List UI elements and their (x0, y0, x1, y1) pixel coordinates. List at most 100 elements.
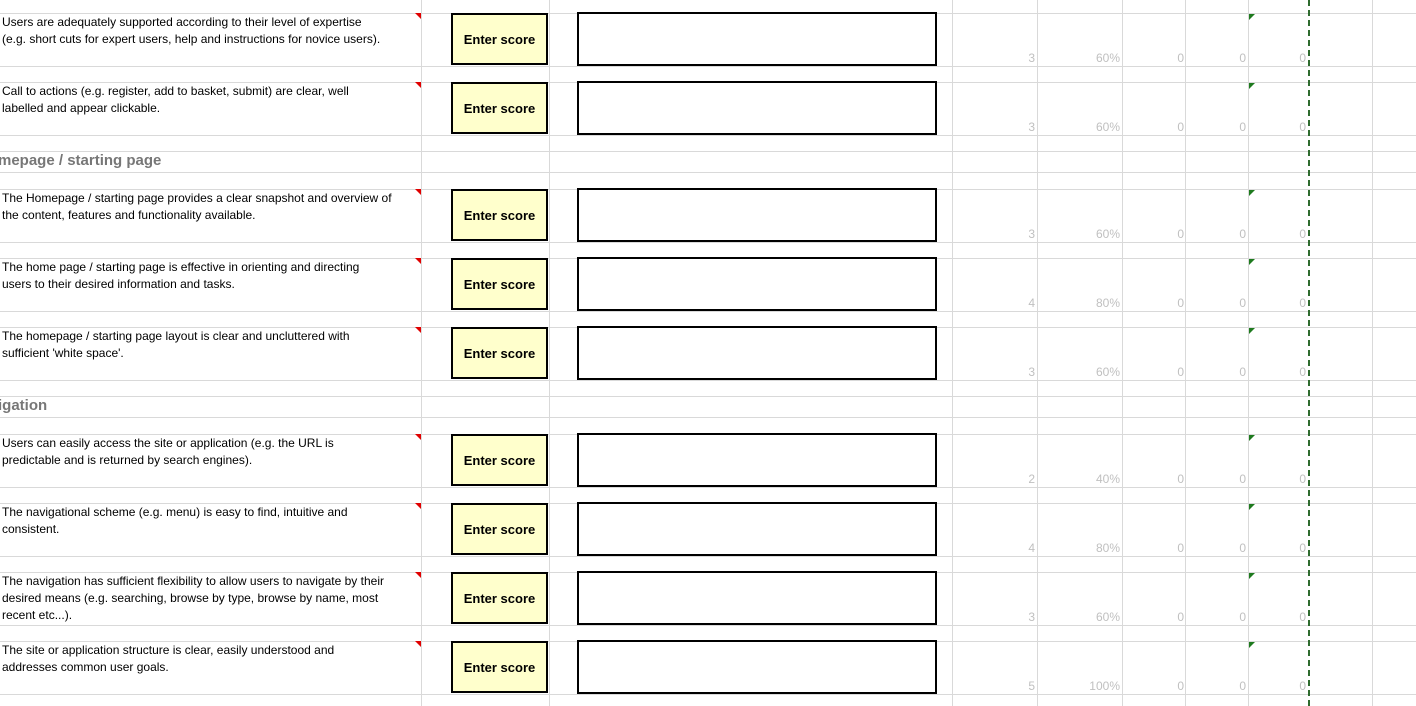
score-value: 2 (1028, 472, 1035, 486)
score-percent: 60% (1095, 227, 1120, 241)
column-divider (421, 0, 422, 706)
count-value: 0 (1299, 472, 1306, 486)
count-value: 0 (1177, 365, 1184, 379)
comment-box[interactable] (577, 188, 937, 242)
score-percent: 80% (1095, 541, 1120, 555)
row-divider (0, 311, 1416, 312)
column-divider (549, 0, 550, 706)
score-percent: 80% (1095, 296, 1120, 310)
score-value: 3 (1028, 227, 1035, 241)
enter-score-button[interactable]: Enter score (451, 82, 548, 134)
score-percent: 60% (1095, 365, 1120, 379)
count-value: 0 (1239, 472, 1246, 486)
row-divider (0, 151, 1416, 152)
score-value: 3 (1028, 120, 1035, 134)
column-divider (1185, 0, 1186, 706)
count-value: 0 (1299, 541, 1306, 555)
comment-indicator-icon (415, 327, 421, 333)
question-text: Users are adequately supported according… (2, 15, 381, 46)
count-value: 0 (1239, 610, 1246, 624)
enter-score-button[interactable]: Enter score (451, 434, 548, 486)
enter-score-button[interactable]: Enter score (451, 13, 548, 65)
score-value: 3 (1028, 365, 1035, 379)
column-divider (1248, 0, 1249, 706)
comment-box[interactable] (577, 326, 937, 380)
row-divider (0, 66, 1416, 67)
enter-score-button[interactable]: Enter score (451, 327, 548, 379)
score-value: 3 (1028, 51, 1035, 65)
score-percent: 60% (1095, 120, 1120, 134)
row-divider (0, 242, 1416, 243)
column-divider (1122, 0, 1123, 706)
comment-box[interactable] (577, 640, 937, 694)
comment-box[interactable] (577, 571, 937, 625)
comment-indicator-icon (415, 434, 421, 440)
enter-score-button[interactable]: Enter score (451, 503, 548, 555)
row-divider (0, 694, 1416, 695)
score-percent: 60% (1095, 51, 1120, 65)
row-divider (0, 172, 1416, 173)
comment-indicator-icon (1249, 328, 1255, 334)
comment-box[interactable] (577, 12, 937, 66)
question-text: The home page / starting page is effecti… (2, 260, 360, 291)
comment-box[interactable] (577, 257, 937, 311)
row-divider (0, 556, 1416, 557)
count-value: 0 (1177, 541, 1184, 555)
score-percent: 40% (1095, 472, 1120, 486)
comment-indicator-icon (415, 258, 421, 264)
row-divider (0, 380, 1416, 381)
count-value: 0 (1177, 472, 1184, 486)
count-value: 0 (1239, 227, 1246, 241)
comment-indicator-icon (1249, 573, 1255, 579)
score-percent: 60% (1095, 610, 1120, 624)
row-divider (0, 135, 1416, 136)
enter-score-button[interactable]: Enter score (451, 189, 548, 241)
enter-score-button[interactable]: Enter score (451, 572, 548, 624)
count-value: 0 (1239, 541, 1246, 555)
question-text: Call to actions (e.g. register, add to b… (2, 84, 349, 115)
enter-score-button[interactable]: Enter score (451, 258, 548, 310)
count-value: 0 (1299, 610, 1306, 624)
comment-indicator-icon (415, 641, 421, 647)
comment-indicator-icon (1249, 14, 1255, 20)
score-value: 4 (1028, 296, 1035, 310)
column-divider (1037, 0, 1038, 706)
score-value: 3 (1028, 610, 1035, 624)
comment-indicator-icon (415, 189, 421, 195)
count-value: 0 (1239, 679, 1246, 693)
comment-indicator-icon (1249, 435, 1255, 441)
count-value: 0 (1299, 296, 1306, 310)
comment-box[interactable] (577, 433, 937, 487)
comment-indicator-icon (415, 503, 421, 509)
count-value: 0 (1239, 120, 1246, 134)
enter-score-button[interactable]: Enter score (451, 641, 548, 693)
question-text: The homepage / starting page layout is c… (2, 329, 350, 360)
row-divider (0, 417, 1416, 418)
column-divider (1372, 0, 1373, 706)
section-title-navigation: igation (0, 397, 48, 414)
count-value: 0 (1299, 227, 1306, 241)
comment-box[interactable] (577, 502, 937, 556)
count-value: 0 (1299, 51, 1306, 65)
comment-indicator-icon (1249, 259, 1255, 265)
column-divider (952, 0, 953, 706)
comment-indicator-icon (415, 13, 421, 19)
section-title-homepage: mepage / starting page (0, 152, 162, 169)
comment-indicator-icon (1249, 504, 1255, 510)
comment-indicator-icon (1249, 83, 1255, 89)
count-value: 0 (1177, 610, 1184, 624)
count-value: 0 (1299, 679, 1306, 693)
count-value: 0 (1177, 227, 1184, 241)
comment-box[interactable] (577, 81, 937, 135)
question-text: The navigation has sufficient flexibilit… (2, 574, 384, 622)
score-value: 4 (1028, 541, 1035, 555)
count-value: 0 (1239, 296, 1246, 310)
row-divider (0, 625, 1416, 626)
count-value: 0 (1299, 365, 1306, 379)
count-value: 0 (1177, 296, 1184, 310)
question-text: The navigational scheme (e.g. menu) is e… (2, 505, 348, 536)
count-value: 0 (1177, 51, 1184, 65)
question-text: Users can easily access the site or appl… (2, 436, 334, 467)
score-percent: 100% (1089, 679, 1120, 693)
count-value: 0 (1177, 679, 1184, 693)
